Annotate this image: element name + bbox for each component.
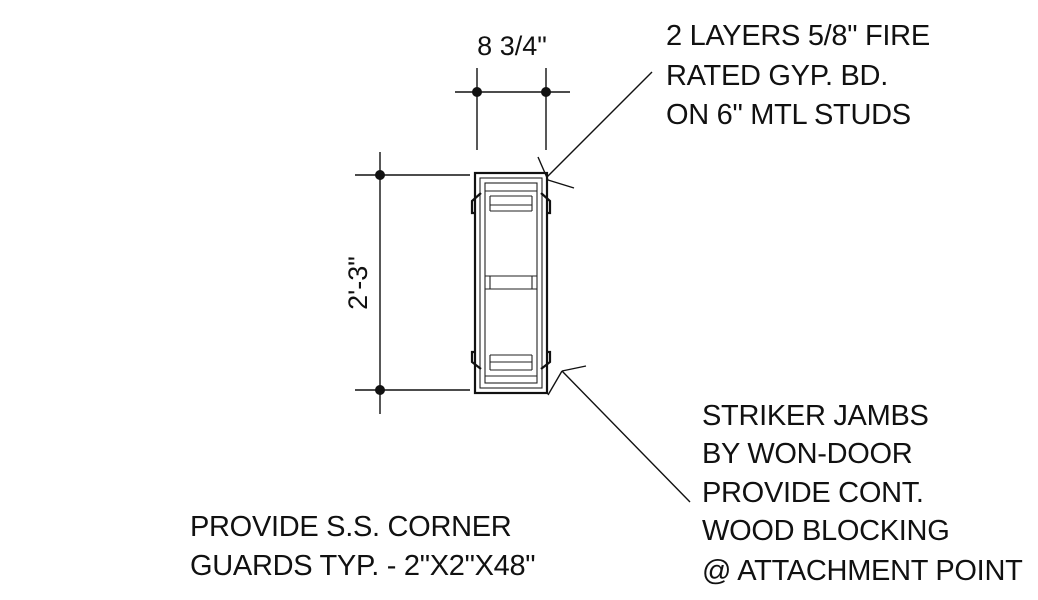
- leader-gyp-tick-b: [547, 179, 575, 189]
- note-gyp-board: 2 LAYERS 5/8" FIRE RATED GYP. BD. ON 6" …: [666, 20, 938, 131]
- corner-guards: [470, 192, 552, 370]
- note-striker-line-5: @ ATTACHMENT POINT: [702, 555, 1023, 587]
- corner-guard-top-right: [540, 192, 552, 215]
- width-dimension: 8 3/4": [455, 31, 570, 150]
- leader-striker-jambs: [547, 365, 691, 503]
- corner-guard-top-left: [470, 192, 482, 215]
- height-dot-top: [375, 170, 385, 180]
- leader-gyp-tick-a: [537, 156, 549, 181]
- inner-gyp-layer: [479, 177, 543, 389]
- height-dimension: 2'-3": [343, 152, 470, 414]
- outer-gyp-layer: [473, 171, 549, 395]
- note-striker-line-4: WOOD BLOCKING: [702, 515, 949, 547]
- height-dot-bottom: [375, 385, 385, 395]
- note-corner-line-1: PROVIDE S.S. CORNER: [190, 511, 511, 543]
- note-striker-line-2: BY WON-DOOR: [702, 438, 912, 470]
- width-dot-left: [472, 87, 482, 97]
- width-dimension-label: 8 3/4": [477, 31, 547, 61]
- corner-guard-bottom-left: [470, 350, 482, 370]
- note-gyp-line-3: ON 6" MTL STUDS: [666, 99, 911, 131]
- note-corner-line-2: GUARDS TYP. - 2"X2"X48": [190, 550, 535, 582]
- note-gyp-line-2: RATED GYP. BD.: [666, 60, 888, 92]
- leader-striker-tick-a: [547, 370, 563, 396]
- width-dot-right: [541, 87, 551, 97]
- corner-guard-bottom-right: [540, 350, 552, 370]
- leader-gyp-line: [546, 71, 653, 178]
- note-striker-line-1: STRIKER JAMBS: [702, 400, 929, 432]
- note-striker-jambs: STRIKER JAMBS BY WON-DOOR PROVIDE CONT. …: [702, 400, 1023, 587]
- leader-gyp-board: [537, 71, 653, 189]
- height-dimension-label: 2'-3": [343, 256, 373, 310]
- stud-outline: [484, 182, 538, 384]
- note-corner-guards: PROVIDE S.S. CORNER GUARDS TYP. - 2"X2"X…: [190, 511, 535, 582]
- note-striker-line-3: PROVIDE CONT.: [702, 477, 924, 509]
- note-gyp-line-1: 2 LAYERS 5/8" FIRE: [666, 20, 930, 52]
- wall-assembly: [473, 171, 549, 395]
- leader-striker-tick-b: [561, 365, 587, 372]
- leader-striker-line: [561, 370, 691, 503]
